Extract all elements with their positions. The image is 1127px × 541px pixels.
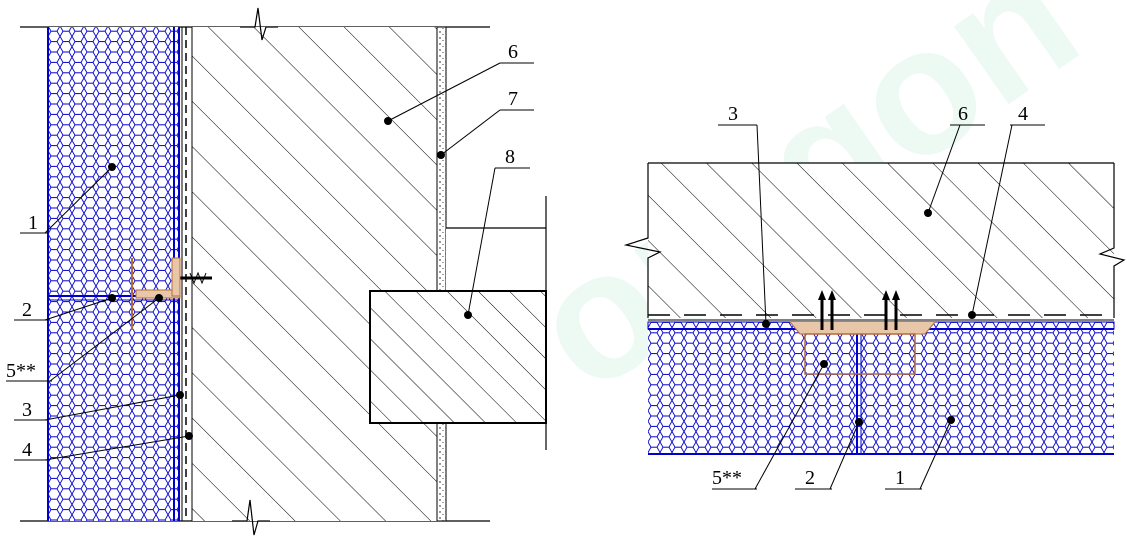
concrete-slab-right [648,163,1114,318]
leader-5: 5** [6,294,163,382]
anchor-thread-left [189,271,207,285]
label-5: 5** [6,360,36,382]
anchor-strip-right [789,321,936,335]
plaster-layer [436,26,447,522]
break-symbol-right [1098,163,1126,318]
break-symbol-left [623,163,662,318]
leader-8: 8 [464,146,530,319]
label-r6: 6 [958,103,968,125]
label-4: 4 [22,439,32,461]
insulation-board-right [648,329,1114,454]
leader-7: 7 [437,88,534,159]
label-1: 1 [28,212,38,234]
label-r1: 1 [895,467,905,489]
label-6: 6 [508,41,518,63]
label-7: 7 [508,88,518,110]
leader-r1: 1 [885,416,955,490]
break-symbol-top [240,7,278,41]
label-r5: 5** [712,467,742,489]
insulation-board-left [48,27,178,521]
leader-r5: 5** [712,360,828,490]
leader-2: 2 [14,294,116,321]
leader-r4: 4 [968,103,1045,319]
label-r2: 2 [805,467,815,489]
anchor-pair-left [818,290,836,330]
break-symbol-bottom [232,499,270,536]
anchor-pair-right [882,290,900,330]
label-2: 2 [22,299,32,321]
leader-6: 6 [384,41,534,125]
leader-r2: 2 [795,418,863,490]
label-3: 3 [22,399,32,421]
lintel-beam [369,290,547,424]
leader-3: 3 [14,391,184,421]
leader-r3: 3 [718,103,770,328]
leader-1: 1 [20,163,116,234]
anchor-zone-right [804,333,916,375]
label-8: 8 [505,146,515,168]
right-detail: 3 6 4 5** 2 1 [623,103,1126,490]
label-r4: 4 [1018,103,1028,125]
leader-r6: 6 [924,103,985,217]
left-detail: 1 2 5** 3 4 6 [6,7,547,536]
label-r3: 3 [728,103,738,125]
leader-4: 4 [14,432,193,461]
concrete-wall-left [192,27,437,521]
anchor-washer-left [171,257,181,297]
